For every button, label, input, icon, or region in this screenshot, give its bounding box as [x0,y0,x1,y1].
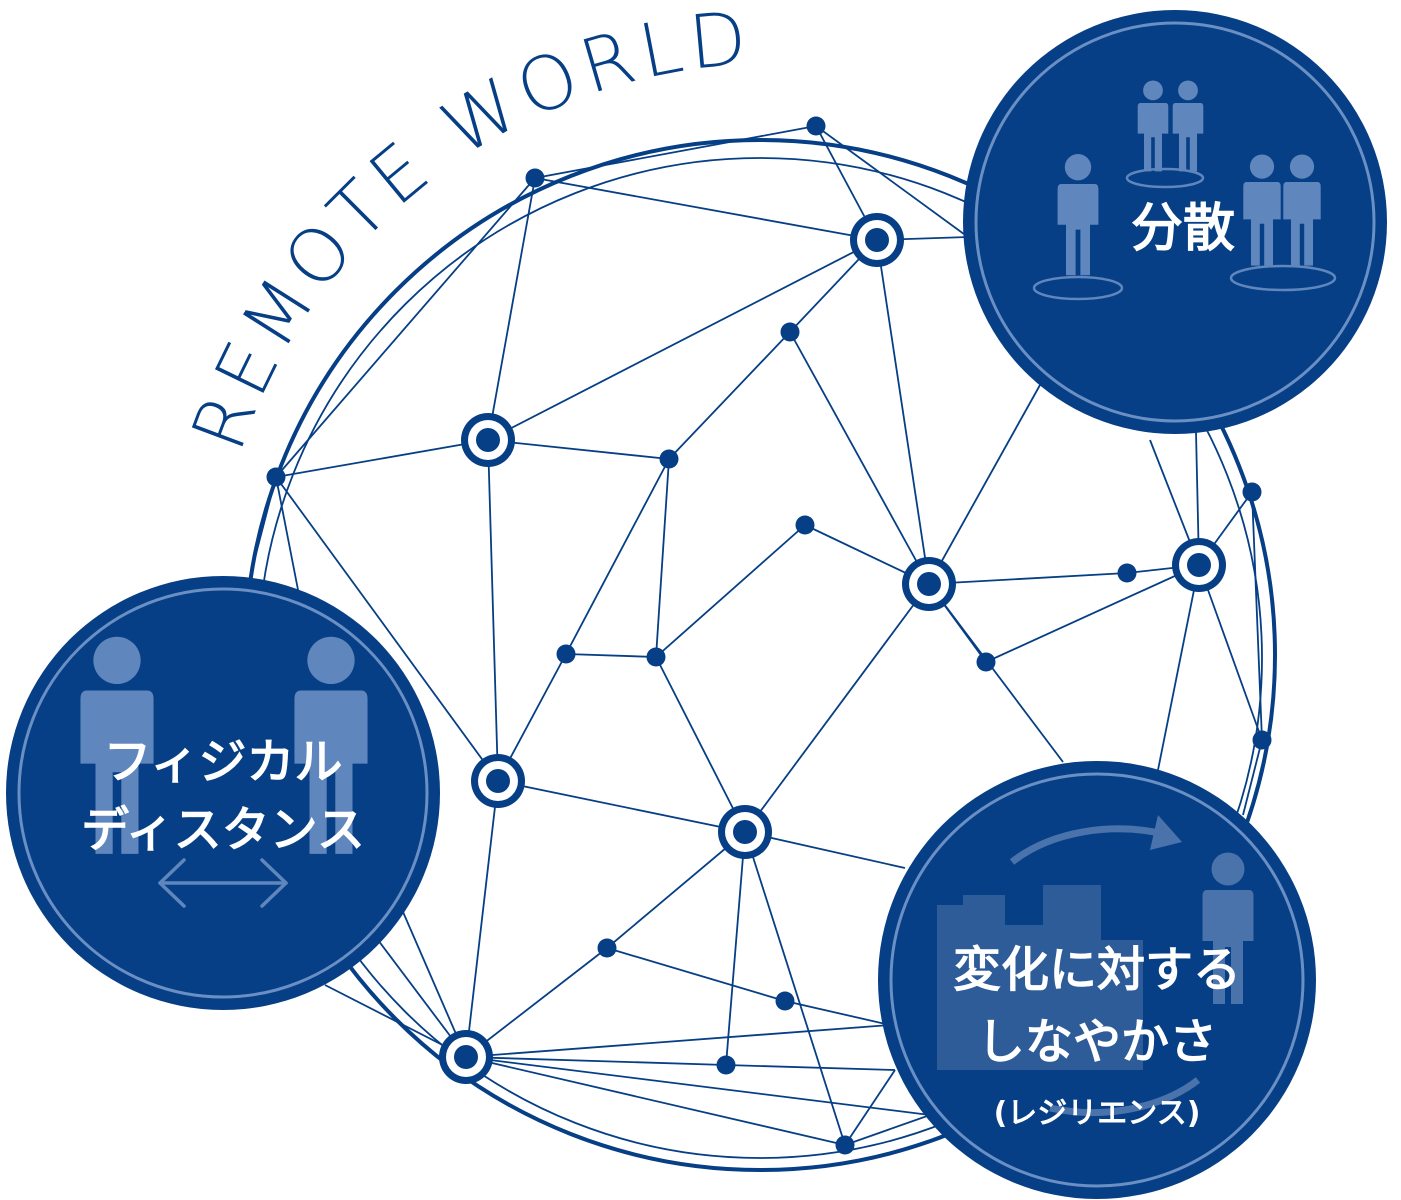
network-edge [275,439,489,478]
network-node [525,168,545,188]
network-hub-node [850,213,904,267]
network-node [780,322,800,342]
network-edge [1251,491,1263,741]
network-edge [655,656,746,833]
network-node [795,515,815,535]
network-edge [399,904,467,1058]
network-edge [1198,564,1263,741]
badge-physical-distance-ring [17,587,429,999]
badge-physical-distance-line1: フィジカル [103,734,342,790]
network-edge [275,476,499,782]
network-edge [606,947,786,1002]
network-node [806,116,826,136]
network-edge [487,177,536,441]
network-node [556,644,576,664]
network-node [659,449,679,469]
badge-resilience-line3: (レジリエンス) [994,1096,1201,1131]
network-edge [744,831,906,869]
network-edge [465,947,608,1058]
network-edge [487,439,670,460]
network-edge [928,572,1128,585]
network-edge [465,1056,931,1116]
network-node [1242,482,1262,502]
network-node [1117,563,1137,583]
badge-physical-distance-line2: ディスタンス [81,802,365,858]
people-groups-icon [1032,80,1337,301]
badge-resilience-line1: 変化に対する [953,942,1241,998]
network-edge [465,1024,891,1058]
network-edge [815,125,969,238]
network-node [597,938,617,958]
badge-resilience-line2: しなやかさ [977,1014,1217,1070]
badge-dispersion: 分散 [963,10,1387,434]
network-edge [465,1056,846,1146]
network-edge [876,239,930,585]
network-edge [534,177,878,241]
network-edge [465,1056,727,1066]
network-node [716,1055,736,1075]
network-edge [565,653,657,658]
network-edge [565,458,670,655]
badge-dispersion-ring [974,21,1376,423]
buildings-cycle-icon [937,815,1254,1116]
two-people-arrow-icon [80,636,368,908]
network-edge [744,583,930,833]
network-hub-node [1172,538,1226,592]
network-edge [534,125,817,179]
network-hub-node [461,413,515,467]
network-hub-node [471,754,525,808]
badge-dispersion-label: 分散 [1131,199,1235,259]
network-edge [789,331,930,585]
badge-physical-distance-circle [6,576,440,1010]
badge-resilience-ring [889,772,1305,1188]
network-edge [744,831,846,1146]
network-edge [655,458,670,658]
network-hub-node [439,1030,493,1084]
network-hub-node [902,557,956,611]
network-edge [784,1000,891,1026]
network-node [1252,730,1272,750]
network-edge [1157,564,1200,771]
network-nodes [266,116,1272,1155]
network-edge [465,780,499,1058]
network-node [266,467,286,487]
network-edge [725,831,746,1066]
network-node [976,652,996,672]
network-edge [844,1114,931,1146]
network-edge [725,1064,896,1071]
badge-physical-distance: フィジカル ディスタンス [6,576,440,1010]
network-edge [1242,739,1263,816]
network-edges [249,125,1263,1146]
network-hub-node [718,805,772,859]
network-edge [275,476,301,601]
network-node [775,991,795,1011]
network-edge [928,583,1064,763]
network-edge [487,439,499,782]
network-edge [985,564,1200,663]
badge-resilience: 変化に対する しなやかさ (レジリエンス) [878,761,1316,1199]
network-node [646,647,666,667]
network-edge [249,476,277,578]
badge-dispersion-circle [963,10,1387,434]
network-edge [844,1069,896,1146]
network-edge [928,384,1041,585]
network-edge [275,177,536,478]
network-edge [497,780,746,833]
network-node [835,1135,855,1155]
network-edge [487,239,878,441]
network-edge [606,831,746,949]
network-edge [655,524,806,658]
network-edge [668,331,791,460]
